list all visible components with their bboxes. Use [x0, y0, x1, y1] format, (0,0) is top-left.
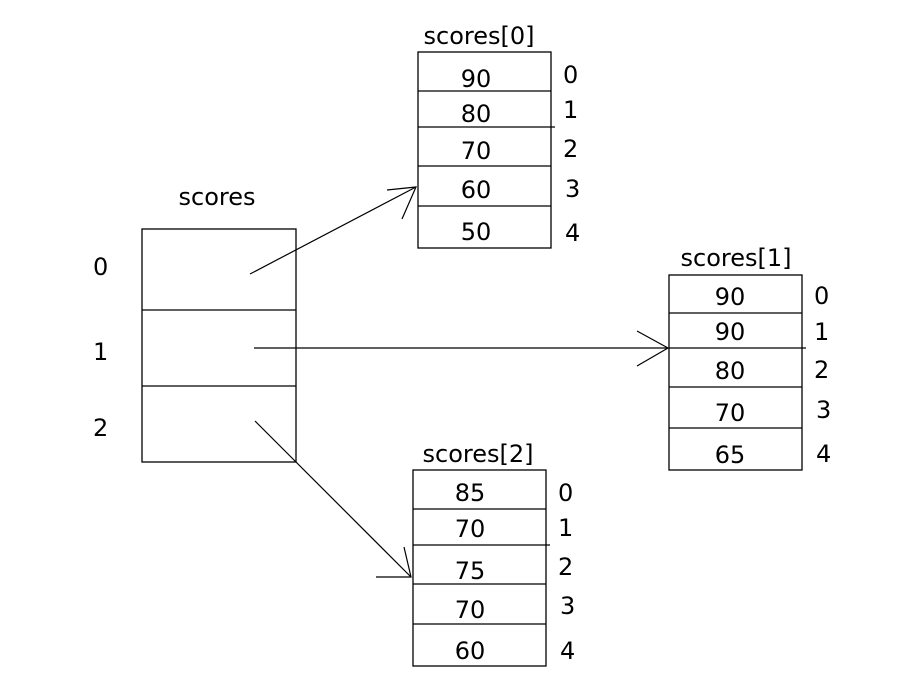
inner-array-2: scores[2] 85 70 75 70 60 0 1 2 3 4 [412, 440, 575, 667]
cell-index: 4 [565, 219, 580, 247]
cell-value: 60 [461, 176, 492, 204]
inner-array-label: scores[2] [423, 440, 534, 468]
cell-index: 0 [814, 282, 829, 310]
cell-value: 65 [715, 441, 746, 469]
outer-index-2: 2 [93, 414, 108, 442]
inner-array-label: scores[1] [681, 244, 792, 272]
cell-index: 3 [565, 175, 580, 203]
cell-value: 50 [461, 218, 492, 246]
cell-index: 2 [558, 553, 573, 581]
cell-index: 1 [558, 514, 573, 542]
cell-index: 1 [563, 96, 578, 124]
inner-array-box [412, 469, 547, 667]
inner-array-0: scores[0] 90 80 70 60 50 0 1 2 3 4 [417, 22, 580, 249]
cell-index: 2 [814, 356, 829, 384]
arrowhead-0 [386, 186, 417, 220]
cell-index: 0 [563, 61, 578, 89]
outer-array: scores 0 1 2 [93, 183, 297, 463]
cell-value: 80 [715, 357, 746, 385]
cell-index: 4 [816, 440, 831, 468]
cell-value: 75 [455, 557, 486, 585]
cell-value: 70 [455, 596, 486, 624]
outer-index-0: 0 [93, 253, 108, 281]
cell-value: 90 [715, 283, 746, 311]
cell-value: 80 [461, 100, 492, 128]
cell-index: 0 [558, 479, 573, 507]
cell-index: 3 [560, 592, 575, 620]
outer-index-1: 1 [93, 338, 108, 366]
outer-array-box [141, 228, 297, 463]
cell-value: 70 [715, 399, 746, 427]
cell-value: 70 [461, 137, 492, 165]
pointer-arrows [249, 186, 670, 578]
cell-value: 90 [715, 318, 746, 346]
cell-index: 3 [816, 396, 831, 424]
cell-value: 85 [455, 479, 486, 507]
cell-index: 2 [563, 135, 578, 163]
outer-array-label: scores [179, 183, 256, 211]
inner-array-box [417, 51, 552, 249]
cell-value: 70 [455, 515, 486, 543]
inner-array-box [668, 274, 803, 471]
arrowhead-1 [636, 330, 670, 367]
inner-array-label: scores[0] [424, 22, 535, 50]
cell-index: 4 [560, 637, 575, 665]
pointer-arrow-0 [249, 186, 417, 275]
pointer-arrow-2 [254, 420, 412, 578]
cell-value: 90 [461, 65, 492, 93]
inner-array-1: scores[1] 90 90 80 70 65 0 1 2 3 4 [668, 244, 831, 471]
cell-index: 1 [814, 318, 829, 346]
cell-value: 60 [455, 637, 486, 665]
arrowhead-2 [376, 546, 412, 578]
